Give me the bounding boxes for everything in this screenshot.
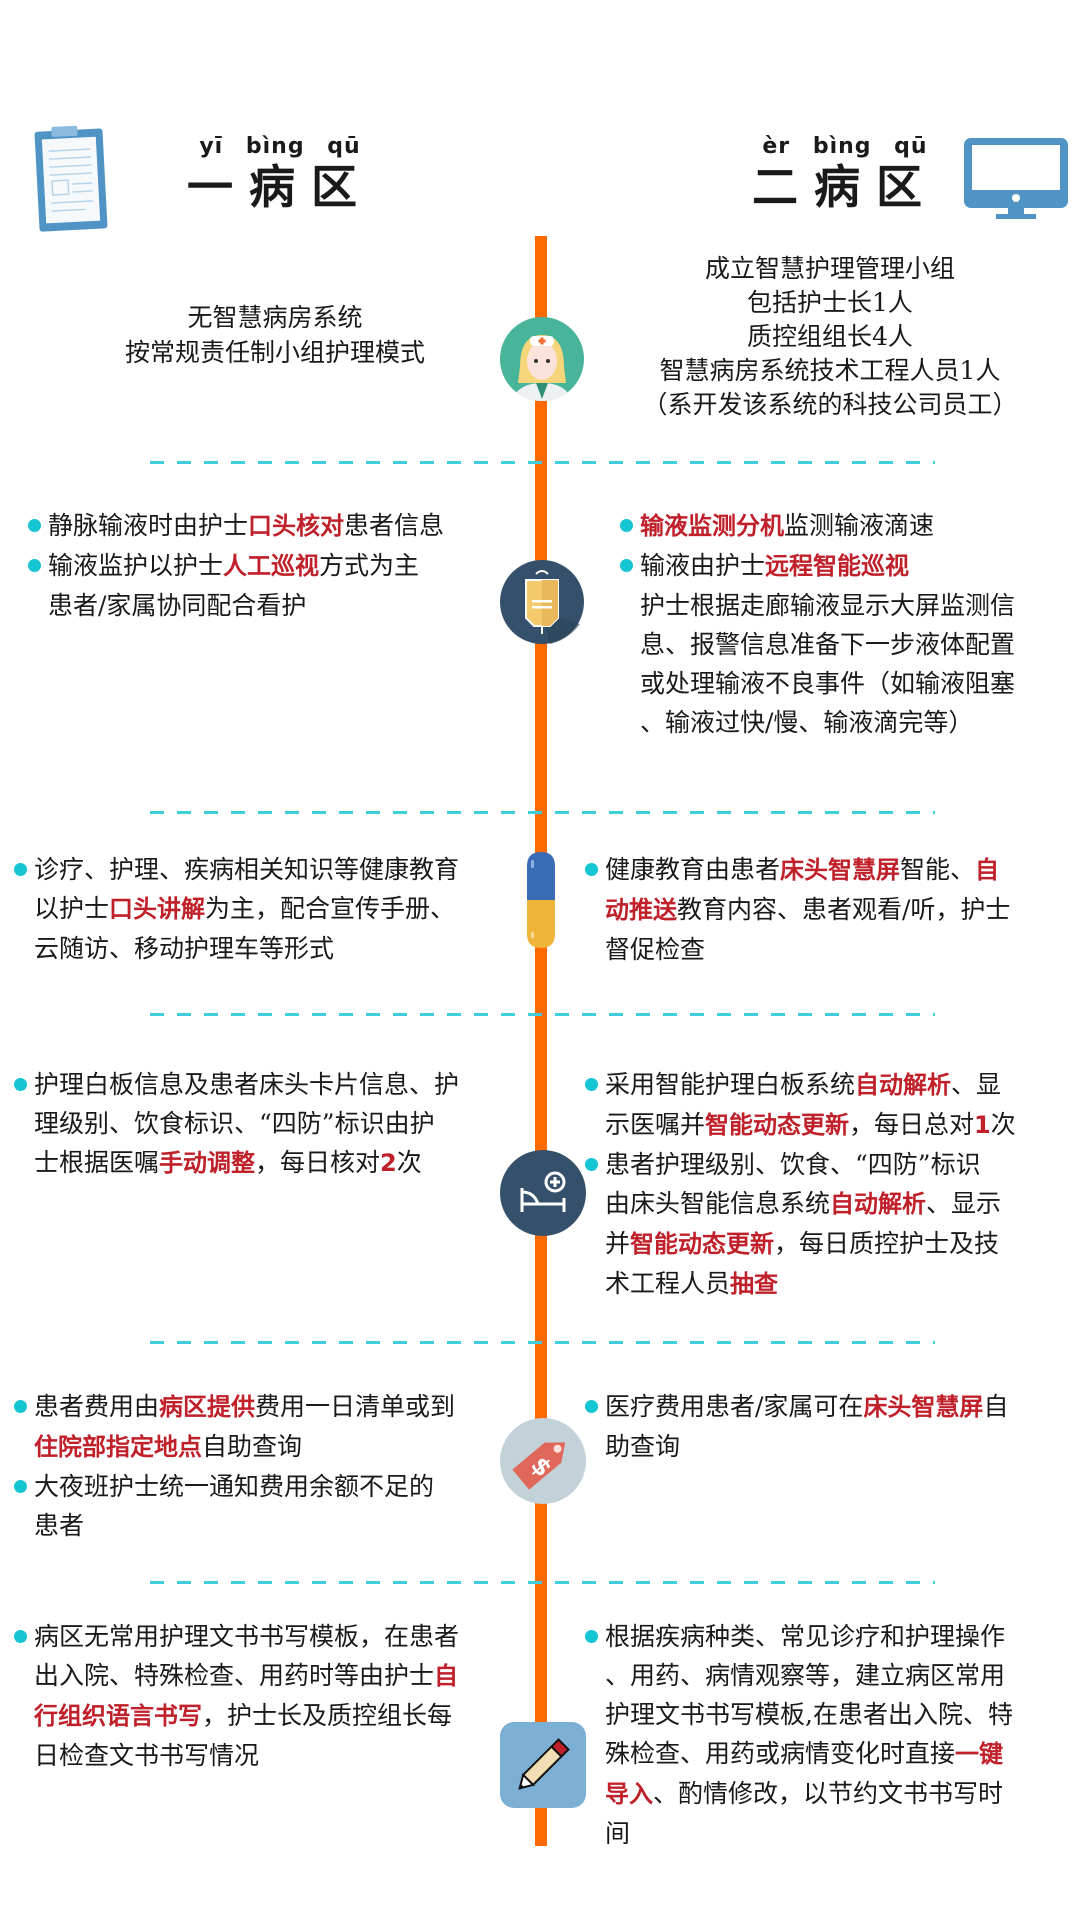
bullet-item: 根据疾病种类、常见诊疗和护理操作	[585, 1617, 1075, 1656]
section-divider	[150, 1013, 935, 1016]
bullet-item: 输液监护以护士人工巡视方式为主	[28, 546, 508, 586]
ward-1-header: yī bìng qū 一病区	[180, 134, 380, 213]
text-line: 示医嘱并智能动态更新，每日总对1次	[605, 1110, 1016, 1139]
monitor-icon	[962, 136, 1070, 220]
ward-1-pinyin: yī bìng qū	[199, 134, 361, 159]
text-line: （系开发该系统的科技公司员工）	[642, 390, 1018, 419]
ward-2-whiteboard: 采用智能护理白板系统自动解析、显 示医嘱并智能动态更新，每日总对1次 患者护理级…	[585, 1065, 1075, 1304]
text-line: 殊检查、用药或病情变化时直接一键	[605, 1739, 1004, 1768]
text-line: 并智能动态更新，每日质控护士及技	[605, 1229, 1000, 1258]
text-line: 包括护士长1人	[747, 288, 913, 317]
hospital-bed-icon	[500, 1150, 586, 1236]
text-line: 护理文书书写模板,在患者出入院、特	[605, 1700, 1013, 1729]
timeline-line	[535, 236, 547, 1846]
text-line: 行组织语言书写，护士长及质控组长每	[34, 1701, 453, 1730]
ward-2-header: èr bìng qū 二病区	[745, 134, 945, 213]
ward-1-whiteboard: 护理白板信息及患者床头卡片信息、护 理级别、饮食标识、“四防”标识由护 士根据医…	[14, 1065, 514, 1183]
ward-2-staffing: 成立智慧护理管理小组 包括护士长1人 质控组组长4人 智慧病房系统技术工程人员1…	[600, 252, 1060, 422]
text-line: 成立智慧护理管理小组	[704, 254, 955, 283]
text-line: 智慧病房系统技术工程人员1人	[659, 356, 1001, 385]
text-line: 以护士口头讲解为主，配合宣传手册、	[34, 894, 456, 923]
text-line: 理级别、饮食标识、“四防”标识由护	[34, 1109, 435, 1138]
text-line: 间	[605, 1819, 631, 1848]
ward-2-health-education: 健康教育由患者床头智慧屏智能、自 动推送教育内容、患者观看/听，护士 督促检查	[585, 850, 1065, 969]
text-line: 、用药、病情观察等，建立病区常用	[605, 1661, 1006, 1690]
section-divider	[150, 811, 935, 814]
text-line: 质控组组长4人	[747, 322, 913, 351]
ward-1-title: 一病区	[187, 160, 373, 214]
bullet-item: 静脉输液时由护士口头核对患者信息	[28, 506, 508, 546]
text-line: 日检查文书书写情况	[34, 1741, 260, 1770]
text-line: 士根据医嘱手动调整，每日核对2次	[34, 1148, 422, 1177]
text-line: 按常规责任制小组护理模式	[124, 338, 425, 367]
bullet-item: 输液监测分机监测输液滴速	[620, 506, 1070, 546]
section-divider	[150, 1341, 935, 1344]
text-line: 云随访、移动护理车等形式	[34, 934, 335, 963]
text-line: 患者	[34, 1511, 85, 1540]
text-line: 术工程人员抽查	[605, 1269, 779, 1298]
text-line: 导入、酌情修改，以节约文书书写时	[605, 1779, 1004, 1808]
ward-1-documentation: 病区无常用护理文书书写模板，在患者 出入院、特殊检查、用药时等由护士自 行组织语…	[14, 1617, 514, 1775]
ward-1-health-education: 诊疗、护理、疾病相关知识等健康教育 以护士口头讲解为主，配合宣传手册、 云随访、…	[14, 850, 514, 968]
bullet-item: 医疗费用患者/家属可在床头智慧屏自	[585, 1387, 1075, 1427]
ward-2-title: 二病区	[752, 160, 938, 214]
text-line: 患者/家属协同配合看护	[48, 591, 307, 620]
bullet-item: 大夜班护士统一通知费用余额不足的	[14, 1467, 514, 1506]
text-line: 或处理输液不良事件（如输液阻塞	[640, 669, 1016, 698]
text-line: 由床头智能信息系统自动解析、显示	[605, 1189, 1002, 1218]
bullet-item: 采用智能护理白板系统自动解析、显	[585, 1065, 1075, 1105]
ward-2-pinyin: èr bìng qū	[762, 134, 928, 159]
bullet-item: 病区无常用护理文书书写模板，在患者	[14, 1617, 514, 1656]
ward-2-billing: 医疗费用患者/家属可在床头智慧屏自 助查询	[585, 1387, 1075, 1466]
clipboard-icon	[34, 122, 110, 234]
text-line: 护士根据走廊输液显示大屏监测信	[640, 591, 1016, 620]
ward-1-staffing: 无智慧病房系统 按常规责任制小组护理模式	[60, 300, 490, 370]
section-divider	[150, 1581, 935, 1584]
text-line: 住院部指定地点自助查询	[34, 1432, 303, 1461]
text-line: 助查询	[605, 1432, 681, 1461]
text-line: 督促检查	[605, 935, 706, 964]
bullet-item: 输液由护士远程智能巡视	[620, 546, 1070, 586]
text-line: 无智慧病房系统	[187, 303, 363, 332]
bullet-item: 患者费用由病区提供费用一日清单或到	[14, 1387, 514, 1427]
bullet-item: 诊疗、护理、疾病相关知识等健康教育	[14, 850, 514, 889]
ward-1-infusion: 静脉输液时由护士口头核对患者信息 输液监护以护士人工巡视方式为主 患者/家属协同…	[28, 506, 508, 625]
ward-2-infusion: 输液监测分机监测输液滴速 输液由护士远程智能巡视 护士根据走廊输液显示大屏监测信…	[620, 506, 1070, 742]
text-line: 息、报警信息准备下一步液体配置	[640, 630, 1016, 659]
bullet-item: 健康教育由患者床头智慧屏智能、自	[585, 850, 1065, 890]
bullet-item: 患者护理级别、饮食、“四防”标识	[585, 1145, 1075, 1184]
price-tag-icon: $	[500, 1418, 586, 1504]
ward-2-documentation: 根据疾病种类、常见诊疗和护理操作 、用药、病情观察等，建立病区常用 护理文书书写…	[585, 1617, 1075, 1853]
text-line: 、输液过快/慢、输液滴完等）	[640, 708, 974, 737]
bullet-item: 护理白板信息及患者床头卡片信息、护	[14, 1065, 514, 1104]
ward-1-billing: 患者费用由病区提供费用一日清单或到 住院部指定地点自助查询 大夜班护士统一通知费…	[14, 1387, 514, 1545]
section-divider	[150, 461, 935, 464]
text-line: 动推送教育内容、患者观看/听，护士	[605, 895, 1011, 924]
pencil-icon	[500, 1722, 586, 1808]
text-line: 出入院、特殊检查、用药时等由护士自	[34, 1661, 459, 1690]
capsule-icon	[525, 850, 557, 950]
nurse-icon	[500, 317, 584, 401]
iv-bag-icon	[500, 560, 584, 644]
